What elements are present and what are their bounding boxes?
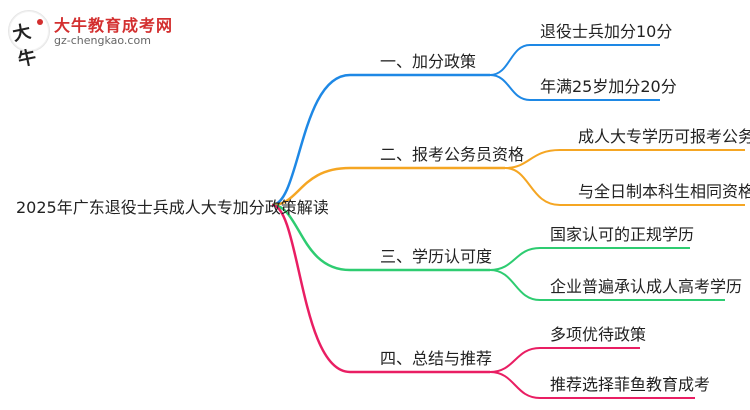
branch-2-leaf-2: 与全日制本科生相同资格 (578, 182, 750, 201)
connector-b3-leaf2 (489, 269, 725, 301)
logo-title: 大牛教育成考网 (54, 16, 174, 35)
branch-1-leaf-1: 退役士兵加分10分 (540, 22, 673, 41)
branch-1-label: 一、加分政策 (380, 52, 477, 71)
branch-4-leaf-1: 多项优待政策 (550, 325, 647, 344)
branch-3-leaf-2: 企业普遍承认成人高考学历 (550, 277, 743, 296)
branch-4-leaf-2: 推荐选择菲鱼教育成考 (550, 375, 711, 394)
logo-dot-icon (37, 19, 43, 25)
connector-b1-leaf2 (489, 74, 660, 101)
connector-root-branch3 (271, 203, 490, 272)
connector-root-branch4 (271, 203, 490, 374)
site-logo[interactable]: 大牛 大牛教育成考网 gz-chengkao.com (8, 10, 178, 71)
connector-root-branch1 (271, 73, 490, 207)
connector-b1-leaf1 (489, 44, 660, 76)
branch-3-leaf-1: 国家认可的正规学历 (550, 225, 695, 244)
branch-3-label: 三、学历认可度 (380, 247, 493, 266)
branch-1-leaf-2: 年满25岁加分20分 (540, 77, 677, 96)
connector-root-branch2 (271, 166, 505, 207)
logo-url[interactable]: gz-chengkao.com (54, 34, 151, 47)
branch-4-label: 四、总结与推荐 (380, 349, 493, 368)
connector-b2-leaf2 (504, 167, 745, 206)
branch-2-leaf-1: 成人大专学历可报考公务员 (578, 127, 750, 146)
connector-b4-leaf2 (489, 371, 695, 399)
connector-b2-leaf1 (504, 149, 745, 169)
connector-b4-leaf1 (489, 347, 640, 373)
branch-2-label: 二、报考公务员资格 (380, 145, 525, 164)
mindmap-root: 2025年广东退役士兵成人大专加分政策解读 (16, 198, 329, 217)
connector-b3-leaf1 (489, 247, 690, 271)
logo-mark-icon: 大牛 (8, 10, 50, 71)
